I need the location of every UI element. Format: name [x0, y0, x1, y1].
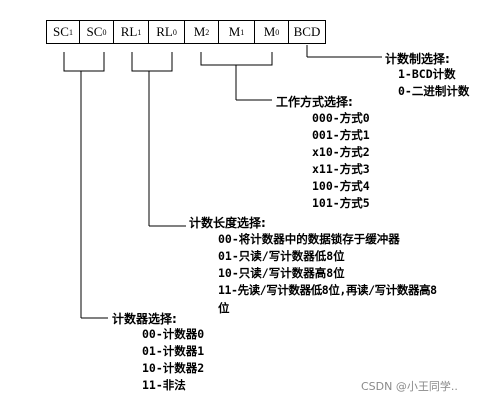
- sc-bracket: [63, 52, 105, 72]
- work-mode-option: x10-方式2: [312, 145, 370, 159]
- reg-cell-subscript: 0: [172, 27, 177, 37]
- count-system-option: 1-BCD计数: [398, 67, 456, 81]
- count-length-option: 11-先读/写计数器低8位,再读/写计数器高8: [218, 283, 437, 297]
- watermark: CSDN @小王同学..: [361, 380, 458, 393]
- count-length-option: 00-将计数器中的数据锁存于缓冲器: [218, 232, 400, 246]
- reg-cell-label: RL: [156, 24, 173, 39]
- count-system-title: 计数制选择:: [385, 52, 450, 66]
- count-length-title: 计数长度选择:: [189, 216, 266, 230]
- work-mode-option: 101-方式5: [312, 196, 370, 210]
- reg-cell-subscript: 0: [275, 27, 280, 37]
- count-system-option: 0-二进制计数: [398, 84, 470, 98]
- work-mode-option: 100-方式4: [312, 179, 370, 193]
- count-length-option: 10-只读/写计数器高8位: [218, 266, 345, 280]
- reg-cell-label: RL: [120, 24, 138, 39]
- work-mode-title: 工作方式选择:: [276, 95, 353, 109]
- count-length-option: 01-只读/写计数器低8位: [218, 249, 345, 263]
- rl-bracket: [131, 52, 173, 72]
- work-mode-option: 001-方式1: [312, 128, 370, 142]
- reg-cell-label: SC: [86, 24, 103, 39]
- reg-cell-bcd: BCD: [288, 20, 326, 44]
- work-mode-option: x11-方式3: [312, 162, 370, 176]
- reg-cell-subscript: 1: [137, 27, 142, 37]
- reg-cell-subscript: 2: [205, 27, 210, 37]
- count-length-option-wrap: 位: [218, 301, 230, 315]
- reg-cell-label: BCD: [293, 24, 321, 39]
- reg-cell-label: M: [263, 24, 276, 39]
- counter-select-option: 10-计数器2: [142, 361, 205, 375]
- counter-select-option: 01-计数器1: [142, 344, 205, 358]
- counter-select-title: 计数器选择:: [112, 312, 177, 326]
- work-mode-option: 000-方式0: [312, 111, 370, 125]
- reg-cell-subscript: 1: [68, 27, 73, 37]
- reg-cell-label: M: [228, 24, 241, 39]
- m-bracket: [200, 52, 273, 66]
- counter-select-option: 00-计数器0: [142, 327, 205, 341]
- reg-cell-subscript: 1: [240, 27, 245, 37]
- reg-cell-subscript: 0: [102, 27, 107, 37]
- reg-cell-label: M: [193, 24, 206, 39]
- reg-cell-label: SC: [53, 24, 69, 39]
- counter-select-option: 11-非法: [142, 378, 186, 392]
